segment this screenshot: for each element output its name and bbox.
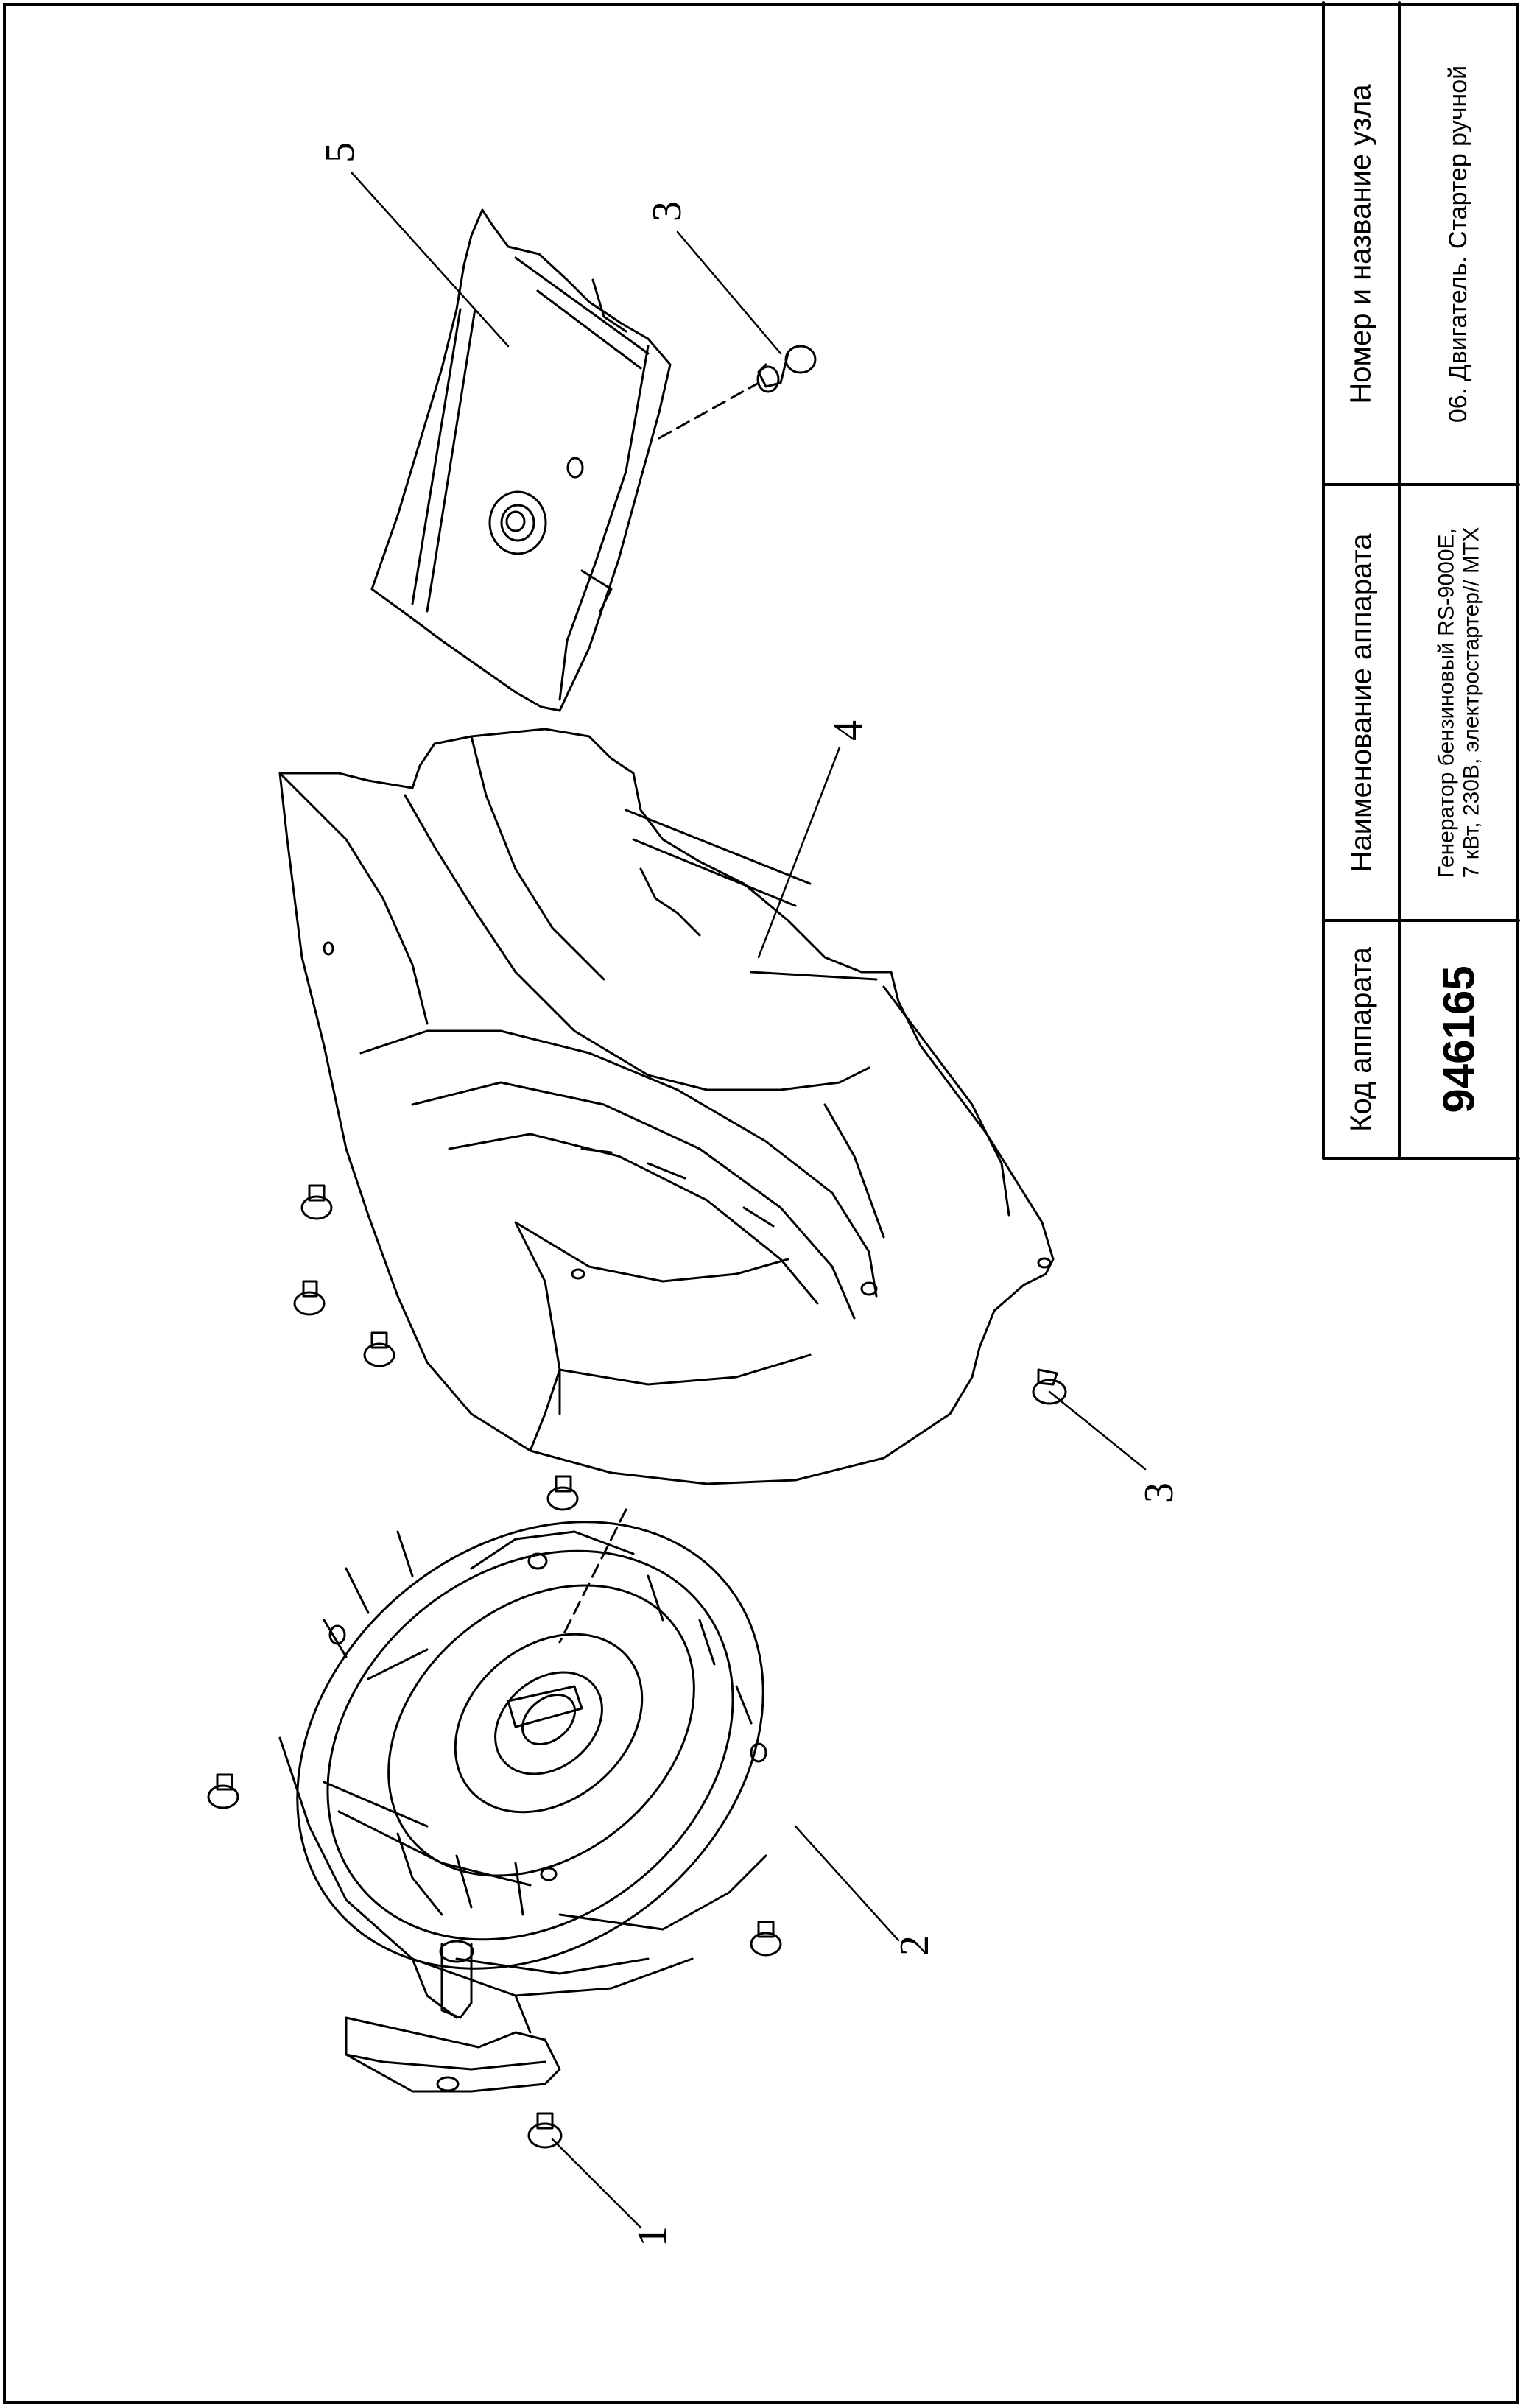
header-name-cell: Наименование аппарата	[1323, 485, 1399, 920]
header-unit: Номер и название узла	[1345, 83, 1377, 404]
apparatus-name-line1: Генератор бензиновый RS-9000E,	[1434, 528, 1459, 879]
leader-lines	[351, 172, 1147, 2229]
unit-name: 06. Двигатель. Стартер ручной	[1444, 65, 1473, 423]
callout-1: 1	[630, 2226, 675, 2247]
part-2-recoil-starter	[278, 1521, 767, 2034]
apparatus-name: Генератор бензиновый RS-9000E, 7 кВт, 23…	[1434, 527, 1484, 879]
part-5-air-guide-plate	[370, 208, 672, 712]
callout-4: 4	[826, 720, 871, 741]
apparatus-code: 946165	[1434, 965, 1484, 1113]
header-unit-cell: Номер и название узла	[1323, 3, 1399, 485]
starter-handle	[345, 1940, 561, 2093]
callout-2: 2	[892, 1935, 938, 1956]
part-3-plate-bolt	[658, 345, 817, 440]
callout-5: 5	[317, 142, 363, 163]
value-code-cell: 946165	[1399, 920, 1519, 1158]
starter-bolts	[207, 1773, 782, 2149]
part-4-fan-cover	[278, 728, 1055, 1485]
housing-bolts	[293, 1184, 1067, 1644]
callout-3-bottom: 3	[1136, 1482, 1182, 1503]
header-apparatus-name: Наименование аппарата	[1345, 533, 1378, 872]
apparatus-name-line2: 7 кВт, 230В, электростартер// MTX	[1459, 527, 1484, 879]
sheet-border	[3, 3, 1519, 2404]
callout-3-top: 3	[644, 201, 690, 222]
header-code-cell: Код аппарата	[1323, 920, 1399, 1158]
value-unit-cell: 06. Двигатель. Стартер ручной	[1399, 3, 1519, 485]
header-code: Код аппарата	[1345, 947, 1378, 1132]
title-block-grid	[1322, 1, 1520, 1160]
value-name-cell: Генератор бензиновый RS-9000E, 7 кВт, 23…	[1399, 485, 1519, 920]
